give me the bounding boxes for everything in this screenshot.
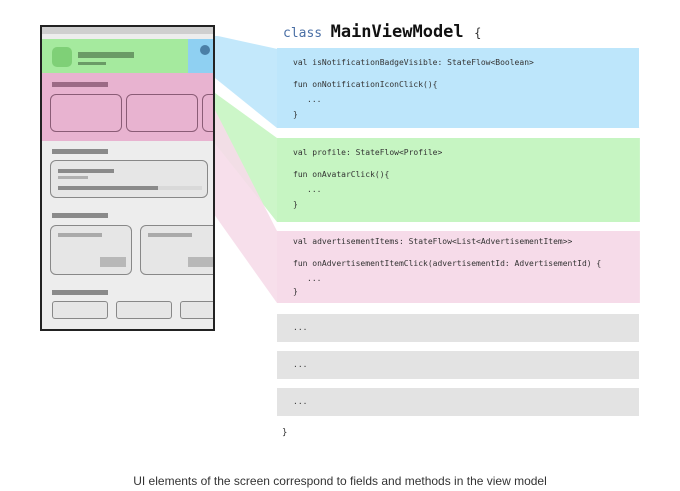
ads-close: }	[293, 287, 298, 296]
grid-card-2-title	[148, 233, 192, 237]
grid-card-1-button[interactable]	[100, 257, 126, 267]
chip-3[interactable]	[180, 301, 213, 319]
placeholder-dots-2: ...	[293, 360, 308, 369]
ads-code-block: val advertisementItems: StateFlow<List<A…	[277, 231, 639, 303]
grid-card-1-title	[58, 233, 102, 237]
placeholder-block-2: ...	[277, 351, 639, 379]
section-title-bar-2	[52, 149, 108, 154]
ad-card-2[interactable]	[126, 94, 198, 132]
progress-card-sub	[58, 176, 88, 179]
avatar[interactable]	[52, 47, 72, 67]
caption: UI elements of the screen correspond to …	[133, 474, 547, 488]
class-keyword: class	[283, 26, 323, 41]
notification-highlight	[188, 39, 213, 73]
profile-body: ...	[307, 185, 322, 194]
class-name: MainViewModel	[330, 22, 464, 42]
profile-method: fun onAvatarClick(){	[293, 170, 390, 179]
grid-card-2-button[interactable]	[188, 257, 213, 267]
notification-close: }	[293, 110, 298, 119]
notification-field: val isNotificationBadgeVisible: StateFlo…	[293, 58, 534, 67]
placeholder-block-3: ...	[277, 388, 639, 416]
chip-1[interactable]	[52, 301, 108, 319]
placeholder-block-1: ...	[277, 314, 639, 342]
notification-code-block: val isNotificationBadgeVisible: StateFlo…	[277, 48, 639, 128]
chip-2[interactable]	[116, 301, 172, 319]
section-title-bar-3	[52, 213, 108, 218]
ads-field: val advertisementItems: StateFlow<List<A…	[293, 237, 573, 246]
progress-fill	[58, 186, 158, 190]
placeholder-dots-3: ...	[293, 397, 308, 406]
profile-code-block: val profile: StateFlow<Profile> fun onAv…	[277, 138, 639, 222]
ad-card-1[interactable]	[50, 94, 122, 132]
notification-method: fun onNotificationIconClick(){	[293, 80, 438, 89]
status-bar	[42, 27, 213, 34]
ad-card-3[interactable]	[202, 94, 213, 132]
ads-method: fun onAdvertisementItemClick(advertiseme…	[293, 259, 602, 268]
profile-sub-bar	[78, 62, 106, 65]
section-title-bar-4	[52, 290, 108, 295]
ads-title-bar	[52, 82, 108, 87]
class-header: class MainViewModel {	[283, 22, 481, 42]
progress-card-title	[58, 169, 114, 173]
progress-card[interactable]	[50, 160, 208, 198]
profile-close: }	[293, 200, 298, 209]
class-brace-open: {	[474, 26, 482, 40]
phone-mockup	[40, 25, 215, 331]
profile-field: val profile: StateFlow<Profile>	[293, 148, 443, 157]
placeholder-dots-1: ...	[293, 323, 308, 332]
ads-body: ...	[307, 274, 322, 283]
profile-name-bar	[78, 52, 134, 58]
class-brace-close: }	[282, 428, 288, 438]
notification-icon[interactable]	[200, 45, 210, 55]
notification-body: ...	[307, 95, 322, 104]
